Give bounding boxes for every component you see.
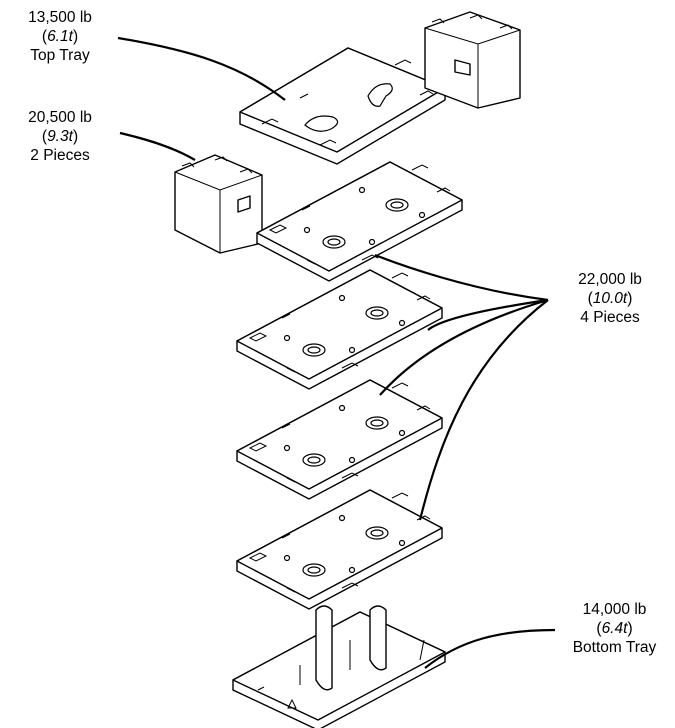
leader-plate-1 [374,253,549,302]
label-bottom-tray: 14,000 lb (6.4t) Bottom Tray [557,600,672,657]
leader-mid-pieces [119,131,196,161]
bottom-tray-weight: 14,000 lb [582,601,647,618]
leader-plate-3 [379,298,549,396]
label-mid-pieces: 20,500 lb (9.3t) 2 Pieces [5,108,115,165]
mid-pieces-weight: 20,500 lb [28,109,92,126]
top-tray-weight: 13,500 lb [28,9,92,26]
bottom-tray-metric-unit: t [623,620,628,637]
leader-top-tray [117,36,286,101]
plate-3 [236,379,443,500]
std-pieces-metric-num: 10.0 [592,290,623,307]
leader-bottom-tray [424,628,556,669]
leader-plate-2 [427,298,549,331]
bottom-tray [232,605,446,728]
std-pieces-desc: 4 Pieces [580,309,640,326]
plate-1 [256,161,463,282]
label-top-tray: 13,500 lb (6.1t) Top Tray [5,8,115,65]
mid-pieces-desc: 2 Pieces [30,147,90,164]
mid-pieces-metric-num: 9.3 [47,128,69,145]
plate-2 [236,269,443,390]
counterweight-block-right [424,11,521,109]
top-tray-metric-unit: t [68,28,73,45]
bottom-tray-desc: Bottom Tray [572,639,657,656]
label-std-pieces: 22,000 lb (10.0t) 4 Pieces [555,270,665,327]
std-pieces-metric-unit: t [622,290,628,307]
plate-4 [236,489,443,610]
top-tray-metric-num: 6.1 [47,28,69,45]
top-tray-desc: Top Tray [30,47,90,64]
std-pieces-weight: 22,000 lb [578,271,642,288]
top-tray [239,47,446,165]
leader-plate-4 [418,299,549,521]
mid-pieces-metric-unit: t [68,128,73,145]
counterweight-block-left [174,154,263,254]
bottom-tray-metric-num: 6.4 [601,620,624,637]
